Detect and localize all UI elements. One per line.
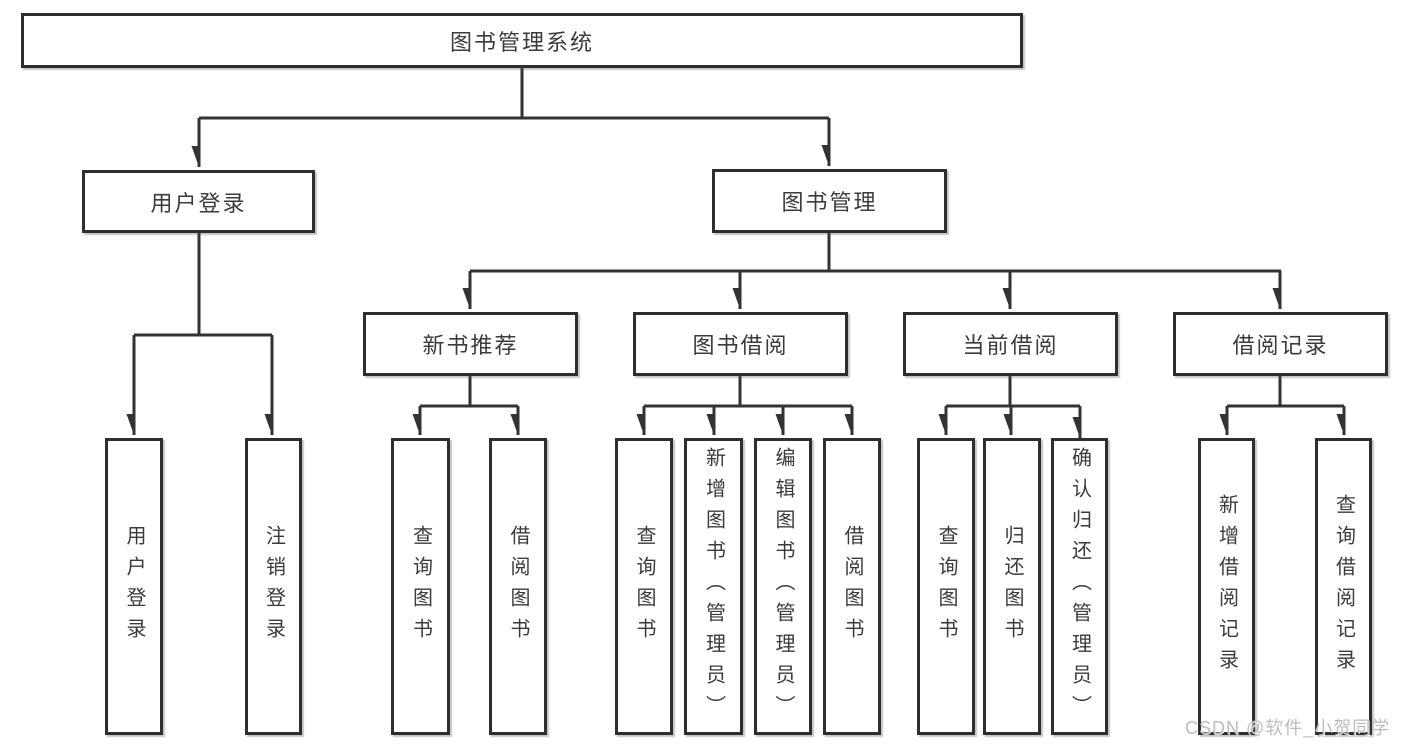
- leaf-recommend-borrow-books-label: 借阅图书: [507, 524, 529, 649]
- leaf-current-return-books: 归还图书: [983, 438, 1041, 735]
- node-borrow-records: 借阅记录: [1173, 312, 1388, 376]
- node-new-book-recommend: 新书推荐: [363, 312, 578, 376]
- node-book-management: 图书管理: [712, 169, 947, 233]
- leaf-borrow-add-books-admin: 新增图书（管理员）: [684, 438, 743, 735]
- leaf-recommend-query-books-label: 查询图书: [409, 524, 432, 649]
- leaf-current-confirm-return-admin-label: 确认归还（管理员）: [1068, 447, 1091, 726]
- leaf-current-query-books-label: 查询图书: [935, 524, 957, 649]
- leaf-user-login-label: 用户登录: [123, 524, 145, 649]
- node-user-login-label: 用户登录: [150, 190, 247, 216]
- leaf-records-query-record-label: 查询借阅记录: [1332, 493, 1355, 680]
- leaf-records-add-record-label: 新增借阅记录: [1215, 493, 1238, 680]
- leaf-current-return-books-label: 归还图书: [1001, 524, 1023, 649]
- leaf-borrow-edit-books-admin: 编辑图书（管理员）: [754, 438, 812, 735]
- leaf-records-add-record: 新增借阅记录: [1198, 438, 1255, 735]
- leaf-records-query-record: 查询借阅记录: [1315, 438, 1372, 735]
- leaf-logout-label: 注销登录: [262, 524, 285, 649]
- node-book-management-label: 图书管理: [781, 190, 878, 215]
- node-new-book-recommend-label: 新书推荐: [422, 333, 519, 358]
- node-user-login: 用户登录: [82, 170, 315, 233]
- leaf-user-login: 用户登录: [105, 438, 163, 735]
- leaf-borrow-query-books-label: 查询图书: [633, 524, 655, 649]
- leaf-borrow-edit-books-admin-label: 编辑图书（管理员）: [772, 447, 794, 726]
- node-borrow-records-label: 借阅记录: [1232, 333, 1329, 358]
- leaf-current-confirm-return-admin: 确认归还（管理员）: [1051, 438, 1108, 735]
- csdn-watermark: CSDN @软件_小贺同学: [1185, 718, 1391, 738]
- node-current-borrow-label: 当前借阅: [962, 333, 1059, 358]
- leaf-borrow-query-books: 查询图书: [615, 438, 673, 735]
- node-book-borrow: 图书借阅: [633, 312, 848, 376]
- node-root: 图书管理系统: [21, 13, 1023, 68]
- leaf-borrow-borrow-books: 借阅图书: [823, 438, 881, 735]
- leaf-logout: 注销登录: [245, 438, 302, 735]
- node-root-label: 图书管理系统: [449, 29, 594, 55]
- leaf-recommend-borrow-books: 借阅图书: [489, 438, 547, 735]
- leaf-recommend-query-books: 查询图书: [391, 438, 450, 735]
- leaf-borrow-add-books-admin-label: 新增图书（管理员）: [702, 447, 725, 726]
- node-book-borrow-label: 图书借阅: [692, 333, 789, 358]
- leaf-current-query-books: 查询图书: [917, 438, 975, 735]
- leaf-borrow-borrow-books-label: 借阅图书: [841, 524, 863, 649]
- node-current-borrow: 当前借阅: [903, 312, 1118, 376]
